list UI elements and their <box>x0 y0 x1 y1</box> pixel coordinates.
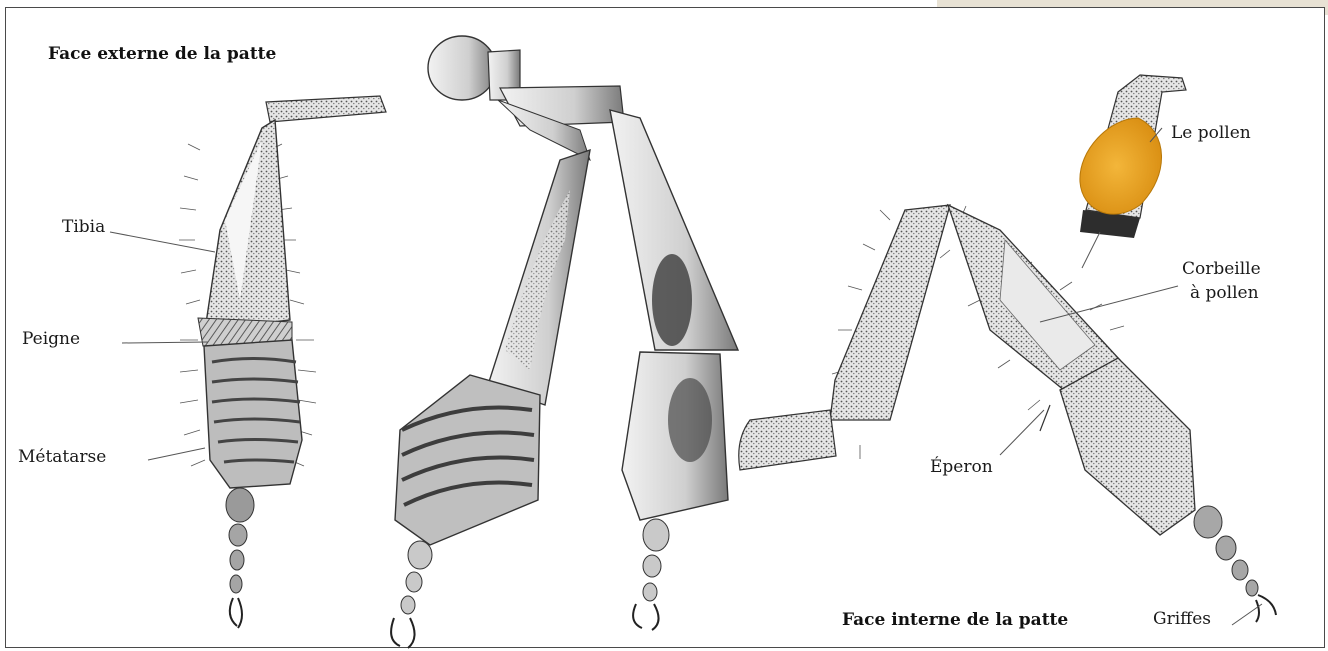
label-corbeille-line1: Corbeille <box>1182 260 1261 280</box>
internal-leg-drawing <box>739 75 1276 622</box>
external-leg-drawing <box>179 96 386 628</box>
label-eperon: Éperon <box>930 458 993 478</box>
internal-face-title: Face interne de la patte <box>842 610 1068 630</box>
label-griffes: Griffes <box>1153 610 1211 630</box>
label-metatarse: Métatarse <box>18 448 106 468</box>
label-peigne: Peigne <box>22 330 80 350</box>
label-pollen: Le pollen <box>1171 124 1251 144</box>
pollen-load <box>1080 118 1162 214</box>
external-face-title: Face externe de la patte <box>48 44 276 64</box>
label-corbeille-line2: à pollen <box>1190 284 1259 304</box>
middle-legs-drawing <box>391 36 738 648</box>
label-tibia: Tibia <box>62 218 105 238</box>
